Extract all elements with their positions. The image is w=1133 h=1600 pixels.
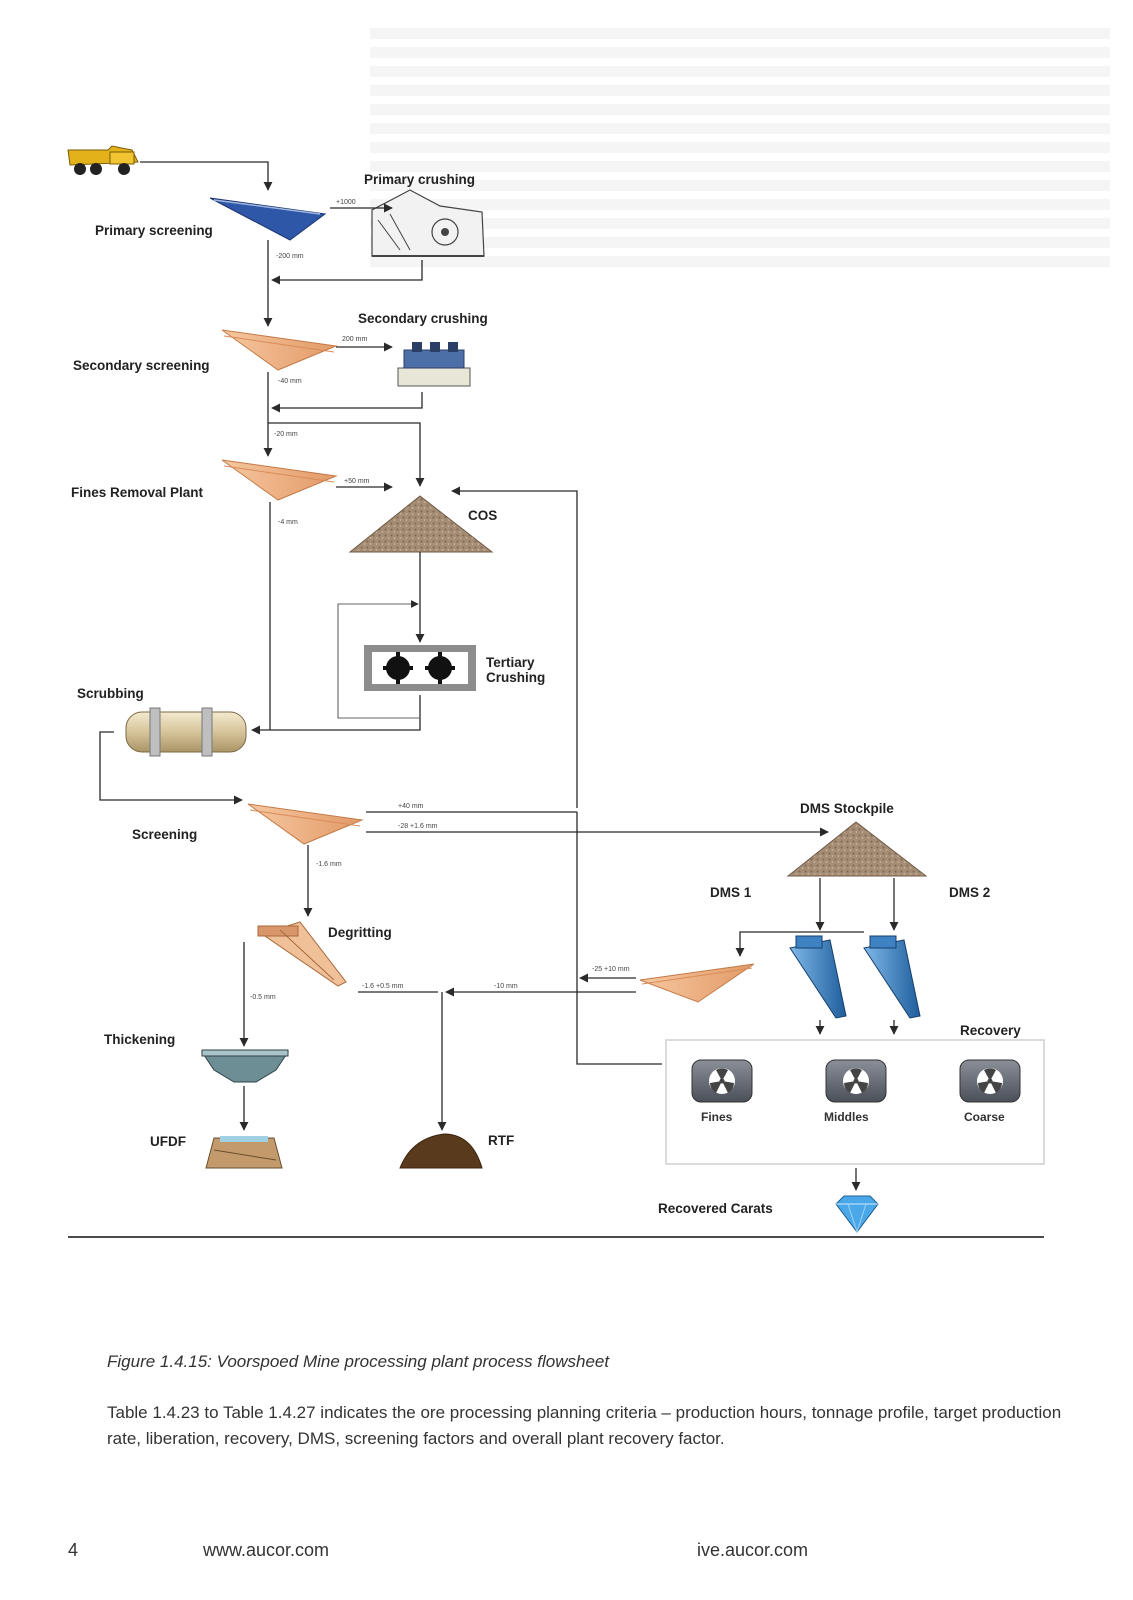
rtf-dump-icon <box>399 1133 483 1169</box>
xray-machine-middles-icon <box>825 1059 887 1103</box>
size-secondary-undersize: -40 mm <box>278 378 302 385</box>
xray-machine-fines-icon <box>691 1059 753 1103</box>
label-ufdf: UFDF <box>150 1134 186 1149</box>
recovery-tailings-return-line <box>576 812 662 1065</box>
body-paragraph: Table 1.4.23 to Table 1.4.27 indicates t… <box>107 1403 1062 1448</box>
dms-to-screen-line <box>735 931 864 957</box>
label-tertiary-crushing-1: Tertiary <box>486 655 535 670</box>
label-coarse: Coarse <box>964 1110 1005 1124</box>
label-degritting: Degritting <box>328 925 392 940</box>
label-cos: COS <box>468 508 497 523</box>
size-degrit-oversize: -1.6 +0.5 mm <box>362 983 404 990</box>
label-primary-crushing: Primary crushing <box>364 172 475 187</box>
label-secondary-screening: Secondary screening <box>73 358 210 373</box>
size-dms-screen-undersize: -10 mm <box>494 983 518 990</box>
fines-removal-screen-icon <box>221 459 338 501</box>
size-primary-undersize: -200 mm <box>276 253 304 260</box>
feed-line <box>140 161 273 191</box>
scrubber-to-screen-line <box>99 731 243 805</box>
label-rtf: RTF <box>488 1133 514 1148</box>
label-recovery: Recovery <box>960 1023 1021 1038</box>
label-thickening: Thickening <box>104 1032 175 1047</box>
tertiary-closed-circuit-line <box>337 600 420 719</box>
size-fines-undersize: -4 mm <box>278 519 298 526</box>
diamond-icon <box>835 1195 879 1234</box>
label-screening: Screening <box>132 827 197 842</box>
label-secondary-crushing: Secondary crushing <box>358 311 488 326</box>
size-secondary-oversize: 200 mm <box>342 336 367 343</box>
dms-cyclone-1-icon <box>789 935 847 1019</box>
size-screen-undersize: -1.6 mm <box>316 861 342 868</box>
label-recovered-carats: Recovered Carats <box>658 1201 773 1216</box>
bleed-through-text <box>370 28 1110 273</box>
haul-truck-icon <box>67 145 139 175</box>
secondary-crusher-icon <box>397 342 471 387</box>
degritting-cyclone-icon <box>257 921 347 987</box>
label-fines-removal-plant: Fines Removal Plant <box>71 485 204 500</box>
thickener-icon <box>201 1049 289 1083</box>
figure-caption: Figure 1.4.15: Voorspoed Mine processing… <box>107 1352 610 1371</box>
footer-url-right[interactable]: ive.aucor.com <box>697 1540 809 1560</box>
label-scrubbing: Scrubbing <box>77 686 144 701</box>
primary-screen-icon <box>209 197 327 241</box>
secondary-crusher-return <box>271 392 423 413</box>
label-tertiary-crushing-2: Crushing <box>486 670 545 685</box>
tertiary-crusher-icon <box>364 645 476 691</box>
primary-crusher-return <box>271 260 423 285</box>
label-fines: Fines <box>701 1110 733 1124</box>
dms-cyclone-2-icon <box>863 935 921 1019</box>
label-primary-screening: Primary screening <box>95 223 213 238</box>
tertiary-to-scrubber-line <box>251 695 421 735</box>
process-flowsheet: Primary screening Primary crushing +1000… <box>67 145 1045 1238</box>
scrubber-icon <box>125 707 247 757</box>
dms-product-screen-icon <box>639 963 755 1003</box>
dms-stockpile-icon <box>786 821 928 877</box>
xray-machine-coarse-icon <box>959 1059 1021 1103</box>
fines-bypass-line <box>268 422 425 487</box>
ufdf-icon <box>205 1136 283 1169</box>
size-screen-oversize: +40 mm <box>398 803 424 810</box>
secondary-screen-icon <box>221 329 338 371</box>
label-dms-stockpile: DMS Stockpile <box>800 801 894 816</box>
page-number: 4 <box>68 1540 79 1560</box>
size-dms-screen-oversize: -25 +10 mm <box>592 966 630 973</box>
primary-crusher-icon <box>371 189 485 257</box>
size-degrit-undersize: -0.5 mm <box>250 994 276 1001</box>
size-screen-middle: -28 +1.6 mm <box>398 823 438 830</box>
label-middles: Middles <box>824 1110 869 1124</box>
footer-url-left[interactable]: www.aucor.com <box>203 1540 330 1560</box>
label-dms-2: DMS 2 <box>949 885 990 900</box>
size-fines-feed: -20 mm <box>274 431 298 438</box>
screening-screen-icon <box>247 803 364 845</box>
cos-stockpile-icon <box>348 495 494 553</box>
oversize-recycle-line <box>451 486 578 808</box>
size-primary-oversize: +1000 <box>336 199 356 206</box>
size-fines-oversize: +50 mm <box>344 478 370 485</box>
label-dms-1: DMS 1 <box>710 885 752 900</box>
